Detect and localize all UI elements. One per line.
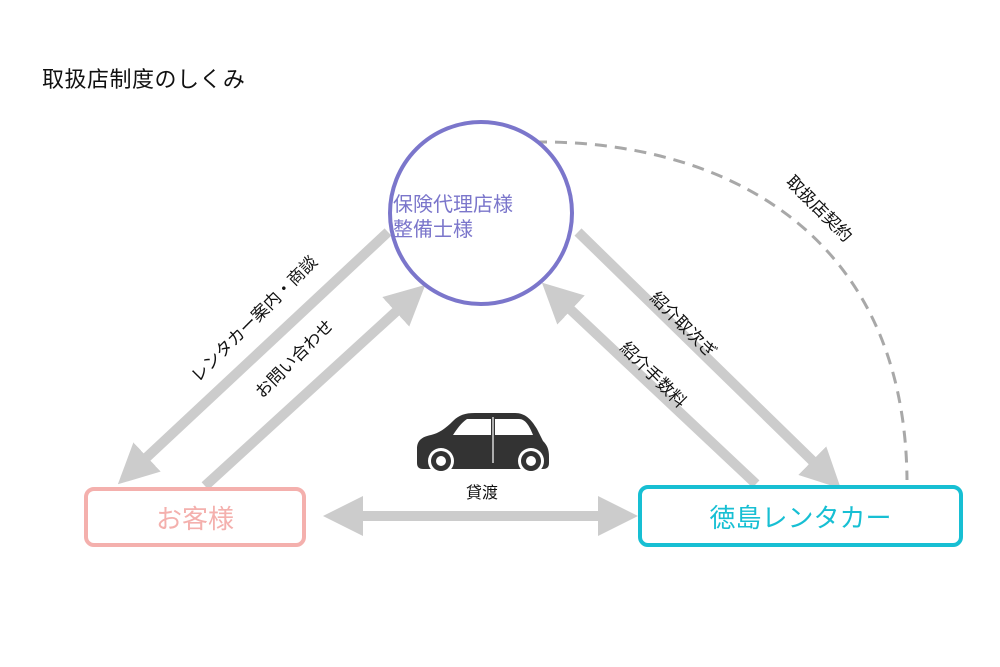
customer-node: お客様: [84, 487, 306, 547]
customer-node-label: お客様: [155, 504, 234, 535]
car-icon: [417, 413, 549, 474]
agency-label-line1: 保険代理店様: [393, 192, 513, 216]
contract-dashed-line: [534, 140, 909, 481]
rental-company-node: 徳島レンタカー: [638, 485, 963, 547]
page-title: 取扱店制度のしくみ: [42, 68, 246, 93]
label-customer-rental: 貸渡: [466, 483, 499, 502]
arrow-rental-to-agency: [541, 282, 760, 488]
arrow-agency-to-rental: [574, 228, 841, 489]
arrow-agency-to-customer: [117, 228, 392, 485]
rental-company-node-label: 徳島レンタカー: [709, 503, 892, 534]
agency-label-line2: 整備士様: [393, 217, 473, 241]
agency-circle: [388, 120, 574, 306]
arrow-customer-to-agency: [201, 284, 426, 490]
agency-node-label: 保険代理店様 整備士様: [393, 192, 573, 242]
